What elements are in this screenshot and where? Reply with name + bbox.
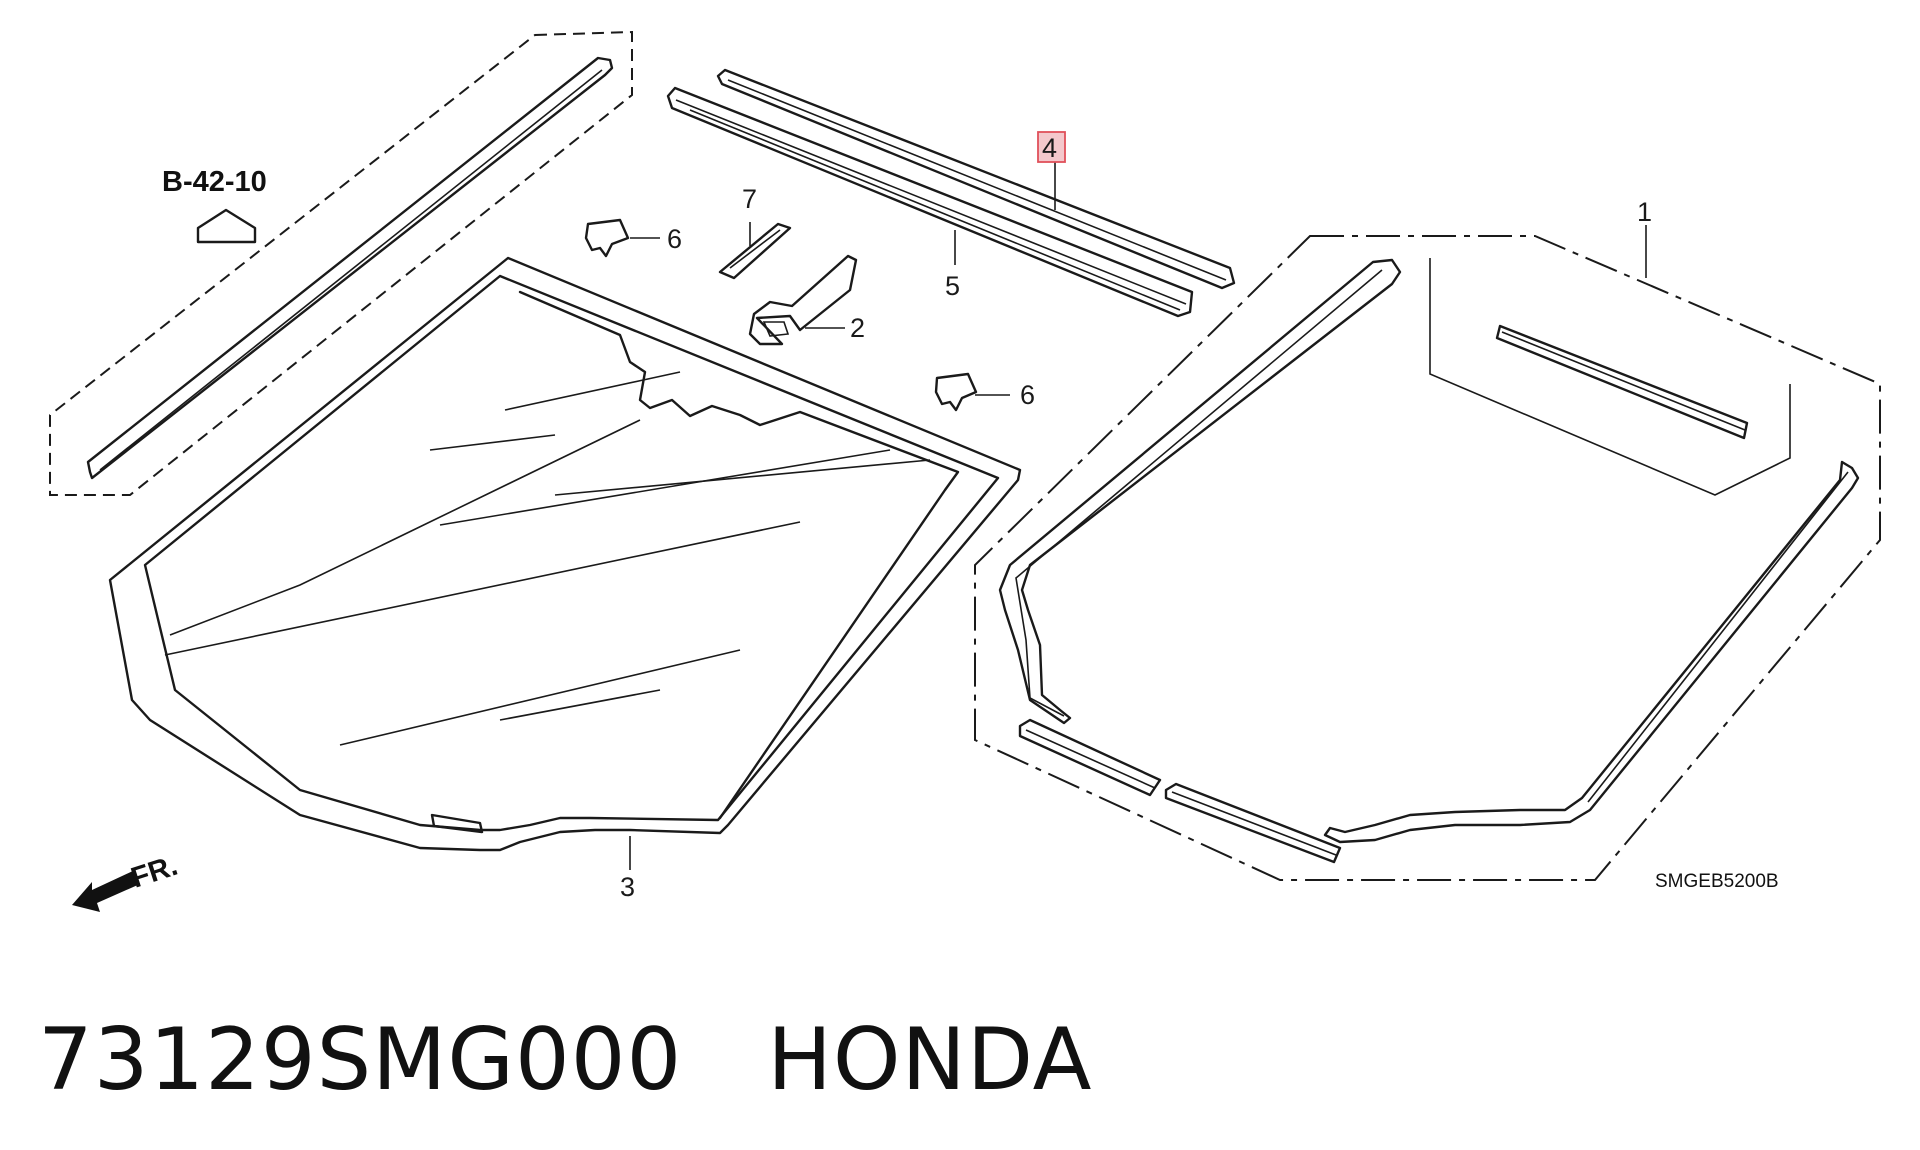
- highlight-box-part-4: [1037, 131, 1066, 163]
- part-caption: 73129SMG000 HONDA: [38, 1010, 1092, 1110]
- callout-4[interactable]: 4: [1042, 133, 1057, 163]
- clip-part-6-upper: [584, 218, 630, 258]
- leader-lines: [629, 160, 1647, 870]
- callout-6-lower[interactable]: 6: [1020, 380, 1035, 410]
- part-number: 73129SMG000: [38, 1010, 683, 1110]
- bracket-part-2: [748, 254, 858, 346]
- diagram-code: SMGEB5200B: [1655, 871, 1779, 892]
- up-arrow-icon: [196, 208, 257, 244]
- reference-group-left-molding: [49, 30, 633, 496]
- callout-5[interactable]: 5: [945, 271, 960, 301]
- windshield-glass-part-3: [108, 256, 1022, 852]
- clip-part-6-lower: [934, 372, 978, 412]
- upper-molding-part-4: [716, 68, 1236, 290]
- callout-7[interactable]: 7: [742, 184, 757, 214]
- reference-label[interactable]: B-42-10: [162, 166, 267, 198]
- callout-2[interactable]: 2: [850, 313, 865, 343]
- upper-molding-part-5: [666, 86, 1194, 318]
- parts-diagram: B-42-10: [49, 30, 1881, 912]
- brand-name: HONDA: [767, 1010, 1093, 1110]
- callout-1[interactable]: 1: [1637, 197, 1652, 227]
- callout-3[interactable]: 3: [620, 872, 635, 902]
- direction-label: FR.: [127, 850, 181, 895]
- callout-6-upper[interactable]: 6: [667, 224, 682, 254]
- front-direction-arrow-icon: [72, 870, 140, 912]
- seal-kit-part-1: [974, 235, 1881, 881]
- strip-part-7: [718, 222, 792, 280]
